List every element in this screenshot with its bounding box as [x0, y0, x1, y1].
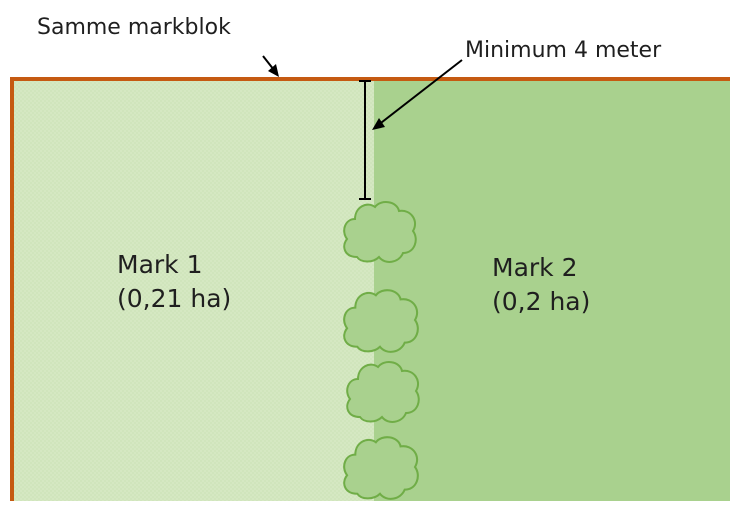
distance-arrow — [372, 59, 463, 130]
field-1-area — [12, 79, 374, 506]
field-2-name: Mark 2 — [492, 253, 578, 282]
distance-marker — [359, 80, 371, 200]
field-2-area-text: (0,2 ha) — [492, 286, 591, 316]
field-1-label: Mark 1 (0,21 ha) — [117, 248, 231, 316]
distance-label: Minimum 4 meter — [465, 38, 662, 63]
field-2-label: Mark 2 (0,2 ha) — [492, 251, 590, 319]
field-2-area — [374, 79, 730, 506]
markblok-label: Samme markblok — [37, 15, 231, 40]
markblok-arrow — [262, 55, 279, 77]
markblok-border — [10, 77, 730, 506]
field-1-name: Mark 1 — [117, 250, 203, 279]
field-1-area-text: (0,21 ha) — [117, 283, 232, 313]
